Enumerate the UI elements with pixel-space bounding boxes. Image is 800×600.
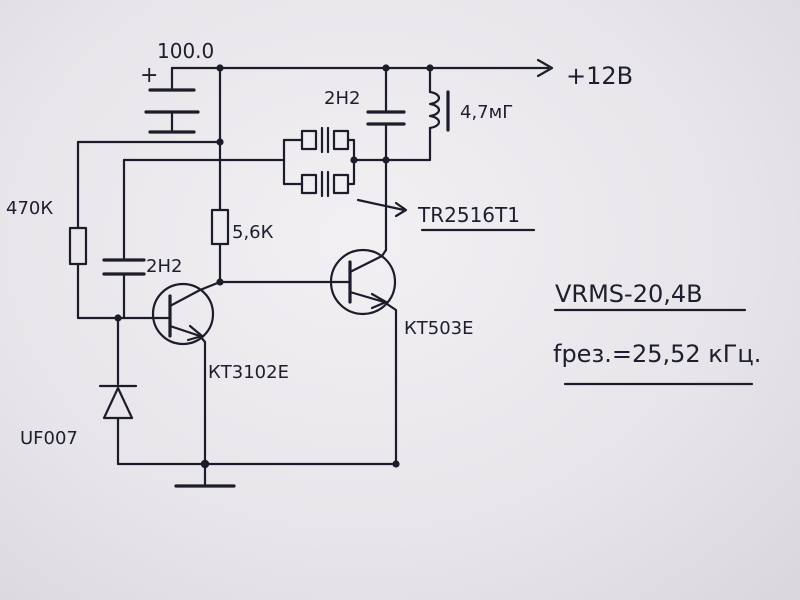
resistor-470k (68, 226, 88, 266)
vrms-label: VRMS-20,4В (555, 280, 703, 308)
wire-feedback-bus (122, 158, 286, 260)
c1-polarity-label: + (140, 63, 158, 88)
capacitor-2n2-lower (102, 258, 146, 320)
junction-dots (114, 64, 434, 469)
diode-label: UF007 (20, 428, 78, 449)
ground-symbol (174, 462, 398, 488)
transistor-q2 (329, 158, 398, 466)
transformer-label: TR2516T1 (417, 203, 520, 227)
supply-rail (170, 58, 554, 78)
capacitor-2n2-top (366, 66, 406, 162)
resistor-5k6 (210, 208, 230, 284)
transformer-pointer (356, 198, 406, 212)
transformer-windings (282, 126, 388, 198)
inductor-4m7 (384, 66, 450, 162)
c3-label: 2Н2 (146, 256, 182, 277)
capacitor-100u (144, 66, 200, 134)
supply-label: +12В (566, 62, 633, 90)
inductor-label: 4,7мГ (460, 102, 513, 123)
c2-label: 2Н2 (324, 88, 360, 109)
q1-label: КТ3102Е (208, 362, 289, 383)
freq-label: fрез.=25,52 кГц. (553, 340, 761, 368)
wire-left-bus (76, 140, 222, 320)
r1-label: 470К (6, 198, 53, 219)
transistor-q1 (150, 280, 222, 466)
c1-label: 100.0 (157, 39, 214, 63)
label-underlines (420, 228, 754, 386)
r2-label: 5,6К (232, 222, 274, 243)
diode-uf007 (98, 316, 207, 466)
q2-label: КТ503Е (404, 318, 474, 339)
